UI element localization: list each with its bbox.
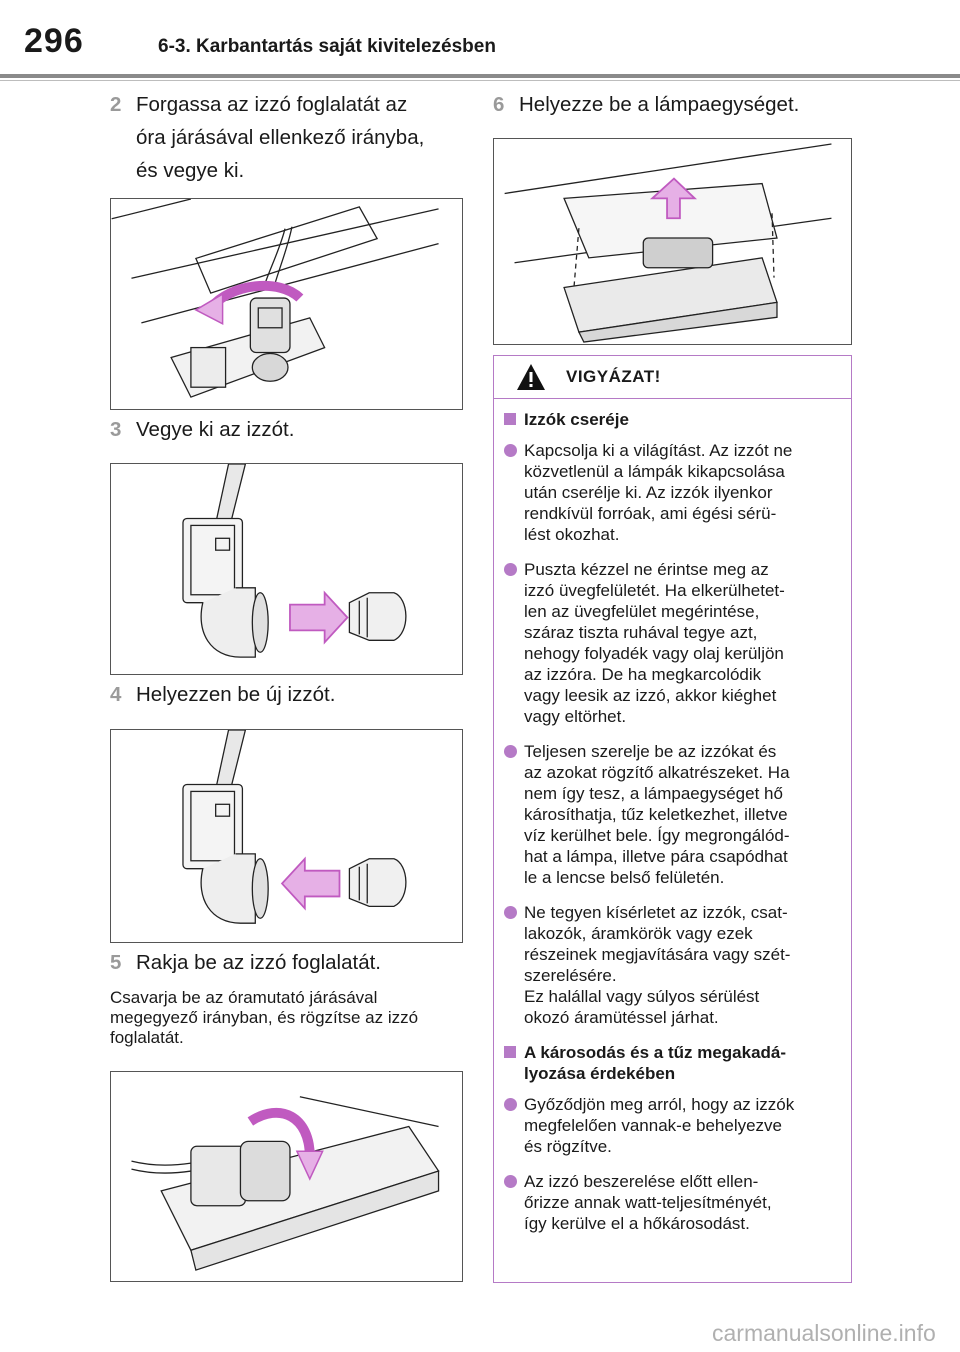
step-5-note: Csavarja be az óramutató járásával megeg… <box>110 988 419 1047</box>
square-bullet-icon <box>504 413 516 425</box>
illustration-insert-lamp-unit <box>504 143 832 343</box>
warning-item: Teljesen szerelje be az izzókat és az az… <box>504 741 841 888</box>
warning-subheading: Izzók cseréje <box>504 409 841 430</box>
illustration-insert-bulb <box>182 730 407 924</box>
watermark: carmanualsonline.info <box>712 1320 936 1346</box>
warning-item-text: Teljesen szerelje be az izzókat és az az… <box>524 742 790 887</box>
warning-item-text: Ne tegyen kísérletet az izzók, csat- lak… <box>524 903 791 1027</box>
subheading-text: Izzók cseréje <box>524 410 629 429</box>
warning-item: Ne tegyen kísérletet az izzók, csat- lak… <box>504 902 841 1028</box>
step-4: 4 Helyezzen be új izzót. <box>110 678 335 711</box>
figure-install-lamp <box>493 138 852 345</box>
circle-bullet-icon <box>504 906 517 919</box>
circle-bullet-icon <box>504 444 517 457</box>
figure-insert-bulb <box>110 729 463 943</box>
step-number: 2 <box>110 93 122 116</box>
step-number: 5 <box>110 951 122 974</box>
step-2: 2 Forgassa az izzó foglalatát az óra járá… <box>110 88 424 187</box>
page-header: 296 6-3. Karbantartás saját kivitelezésb… <box>0 0 960 81</box>
subheading-text: A károsodás és a tűz megakadá- lyozása é… <box>524 1043 787 1083</box>
step-number: 4 <box>110 683 122 706</box>
warning-item: Az izzó beszerelése előtt ellen- őrizze … <box>504 1171 841 1234</box>
step-text: Helyezzen be új izzót. <box>136 683 336 706</box>
warning-triangle-icon <box>517 364 545 390</box>
square-bullet-icon <box>504 1046 516 1058</box>
circle-bullet-icon <box>504 1098 517 1111</box>
circle-bullet-icon <box>504 563 517 576</box>
figure-remove-socket <box>110 198 463 410</box>
step-3: 3 Vegye ki az izzót. <box>110 413 294 446</box>
step-number: 3 <box>110 418 122 441</box>
illustration-pull-bulb <box>182 464 407 658</box>
warning-item-text: Puszta kézzel ne érintse meg az izzó üve… <box>524 560 785 726</box>
warning-item-text: Az izzó beszerelése előtt ellen- őrizze … <box>524 1172 772 1233</box>
warning-header: VIGYÁZAT! <box>494 356 851 399</box>
warning-title: VIGYÁZAT! <box>566 367 661 386</box>
warning-item: Győződjön meg arról, hogy az izzók megfe… <box>504 1094 841 1157</box>
section-title: 6-3. Karbantartás saját kivitelezésben <box>158 36 496 57</box>
step-5: 5 Rakja be az izzó foglalatát. <box>110 946 381 979</box>
header-rule-thin <box>0 80 960 81</box>
circle-bullet-icon <box>504 745 517 758</box>
step-text: Rakja be az izzó foglalatát. <box>136 951 381 974</box>
step-text: Vegye ki az izzót. <box>136 418 295 441</box>
step-number: 6 <box>493 93 505 116</box>
warning-body: Izzók cseréje Kapcsolja ki a világítást.… <box>494 399 851 1234</box>
header-rule <box>0 74 960 78</box>
illustration-twist-socket <box>131 1096 440 1271</box>
illustration-rotate-socket <box>111 199 439 398</box>
page-number: 296 <box>24 22 84 60</box>
warning-subheading: A károsodás és a tűz megakadá- lyozása é… <box>504 1042 841 1084</box>
circle-bullet-icon <box>504 1175 517 1188</box>
step-text: Helyezze be a lámpaegységet. <box>519 93 800 116</box>
figure-install-socket <box>110 1071 463 1282</box>
warning-box: VIGYÁZAT! Izzók cseréje Kapcsolja ki a v… <box>493 355 852 1283</box>
step-text: Forgassa az izzó foglalatát az óra járás… <box>136 93 425 182</box>
warning-item: Kapcsolja ki a világítást. Az izzót ne k… <box>504 440 841 545</box>
warning-item-text: Győződjön meg arról, hogy az izzók megfe… <box>524 1095 795 1156</box>
warning-item: Puszta kézzel ne érintse meg az izzó üve… <box>504 559 841 727</box>
warning-item-text: Kapcsolja ki a világítást. Az izzót ne k… <box>524 441 793 544</box>
figure-remove-bulb <box>110 463 463 675</box>
step-6: 6 Helyezze be a lámpaegységet. <box>493 88 799 121</box>
